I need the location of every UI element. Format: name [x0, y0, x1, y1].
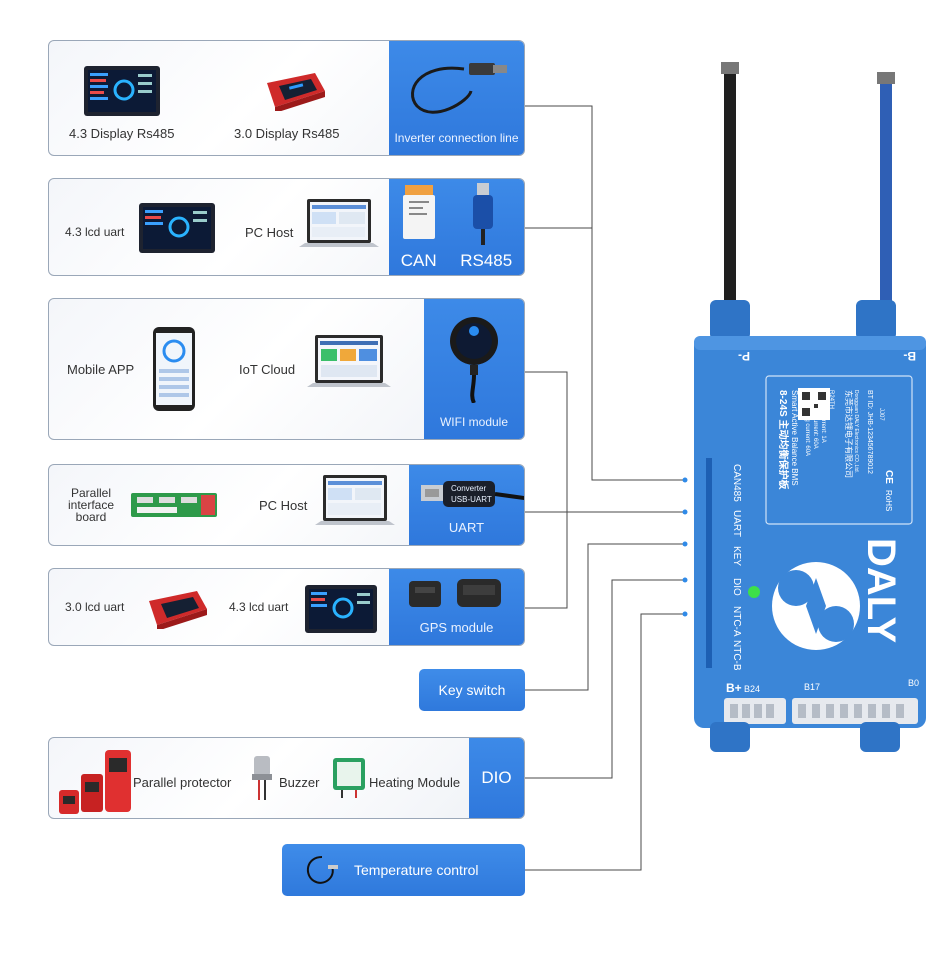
item-label-pc-host: PC Host — [245, 225, 294, 240]
display-3-0-icon — [149, 591, 207, 629]
panel-inverter-line: Inverter connection line — [389, 41, 524, 155]
port-ntc-b: NTC-B — [731, 640, 742, 671]
panel-label-can: CAN — [400, 251, 437, 270]
heating-module-icon — [333, 758, 365, 798]
bms-subtitle: Smart Active Balance BMS — [790, 390, 799, 486]
item-label-mobile-app: Mobile APP — [67, 362, 135, 377]
laptop-icon — [315, 475, 395, 525]
port-uart: UART — [731, 510, 742, 537]
temperature-sensor-icon — [306, 856, 338, 884]
terminal-b-minus: B- — [903, 349, 916, 363]
panel-label-rs485: RS485 — [460, 251, 513, 270]
wifi-module-icon — [450, 317, 498, 403]
display-4-3-icon — [84, 66, 160, 116]
card-wifi: Mobile APP IoT Cloud WIFI module — [48, 298, 525, 440]
panel-dio: DIO — [469, 738, 524, 818]
port-ntc-a: NTC-A — [731, 606, 742, 637]
item-label-parallel-board: Parallel interface board — [67, 486, 115, 524]
port-can485: CAN485 — [731, 464, 742, 502]
temperature-control-label: Temperature control — [354, 862, 479, 878]
panel-label-uart: UART — [448, 520, 485, 535]
panel-uart: Converter USB-UART UART — [409, 465, 524, 545]
gps-module-icon — [409, 579, 501, 607]
bms-company-en: Dongguan DALY Electronics CO.,Ltd. — [853, 390, 859, 473]
card-can-rs485: 4.3 lcd uart PC Host CAN RS485 — [48, 178, 525, 276]
item-label-lcd-43: 4.3 lcd uart — [229, 600, 289, 614]
terminal-b-plus: B+ — [726, 681, 742, 695]
converter-text: Converter — [451, 484, 486, 493]
port-dio: DIO — [731, 578, 742, 596]
panel-label-wifi: WIFI module — [439, 415, 508, 429]
parallel-protector-icon — [59, 750, 131, 814]
bms-spec-discharge: Discharging current: 60A — [804, 390, 810, 456]
display-4-3-icon — [305, 585, 377, 633]
can-module-icon — [403, 185, 435, 239]
daly-logo — [772, 562, 860, 650]
buzzer-icon — [252, 756, 272, 800]
temperature-control-box: Temperature control — [282, 844, 525, 896]
item-label-display-43: 4.3 Display Rs485 — [69, 126, 175, 141]
display-4-3-icon — [139, 203, 215, 253]
cert-rohs: RoHS — [884, 490, 893, 511]
item-label-lcd-uart: 4.3 lcd uart — [65, 225, 125, 239]
port-key: KEY — [731, 546, 742, 566]
laptop-icon — [307, 335, 391, 387]
panel-label-gps: GPS module — [419, 620, 494, 635]
phone-icon — [153, 327, 195, 411]
inverter-cable-icon — [411, 63, 507, 114]
usb-uart-text: USB-UART — [451, 495, 492, 504]
item-label-heating-module: Heating Module — [369, 775, 461, 790]
bms-model-code: JJ07 — [878, 408, 884, 421]
terminal-b0: B0 — [908, 678, 919, 688]
laptop-icon — [299, 199, 379, 247]
key-switch-box: Key switch — [419, 669, 525, 711]
item-label-iot-cloud: IoT Cloud — [239, 362, 296, 377]
item-label-lcd-30: 3.0 lcd uart — [65, 600, 125, 614]
terminal-b17: B17 — [804, 682, 820, 692]
panel-label-inverter: Inverter connection line — [394, 131, 519, 145]
panel-gps: GPS module — [389, 569, 524, 645]
terminal-p-minus: P- — [738, 349, 750, 363]
bms-company: 东莞市达锂电子有限公司 — [844, 390, 854, 478]
card-gps: 3.0 lcd uart 4.3 lcd uart GPS module — [48, 568, 525, 646]
item-label-pc-host-uart: PC Host — [259, 498, 308, 513]
bms-board: CAN485 UART KEY DIO NTC-A NTC-B P- B- 8-… — [694, 62, 926, 752]
item-label-buzzer: Buzzer — [279, 775, 320, 790]
parallel-board-icon — [131, 493, 217, 517]
cert-ce: CE — [883, 470, 894, 484]
card-inverter-connection: 4.3 Display Rs485 3.0 Display Rs485 Inve… — [48, 40, 525, 156]
panel-label-dio: DIO — [481, 768, 512, 787]
display-3-0-icon — [267, 73, 325, 111]
item-label-parallel-protector: Parallel protector — [133, 775, 232, 790]
terminal-b24: B24 — [744, 684, 760, 694]
rs485-usb-icon — [473, 183, 493, 245]
panel-can-rs485: CAN RS485 — [389, 179, 524, 275]
bms-title: 8-24S 主动均衡保护板 — [777, 390, 790, 490]
bms-bt-id: BT ID: JHB-123456789012 — [866, 390, 873, 474]
bms-spec-model: R24TH — [828, 390, 834, 409]
usb-uart-converter-icon: Converter USB-UART — [421, 481, 524, 507]
item-label-display-30: 3.0 Display Rs485 — [234, 126, 340, 141]
card-uart: Parallel interface board PC Host Convert… — [48, 464, 525, 546]
brand-daly: DALY — [859, 538, 903, 644]
card-dio: Parallel protector Buzzer Heating Module… — [48, 737, 525, 819]
panel-wifi: WIFI module — [424, 299, 524, 439]
